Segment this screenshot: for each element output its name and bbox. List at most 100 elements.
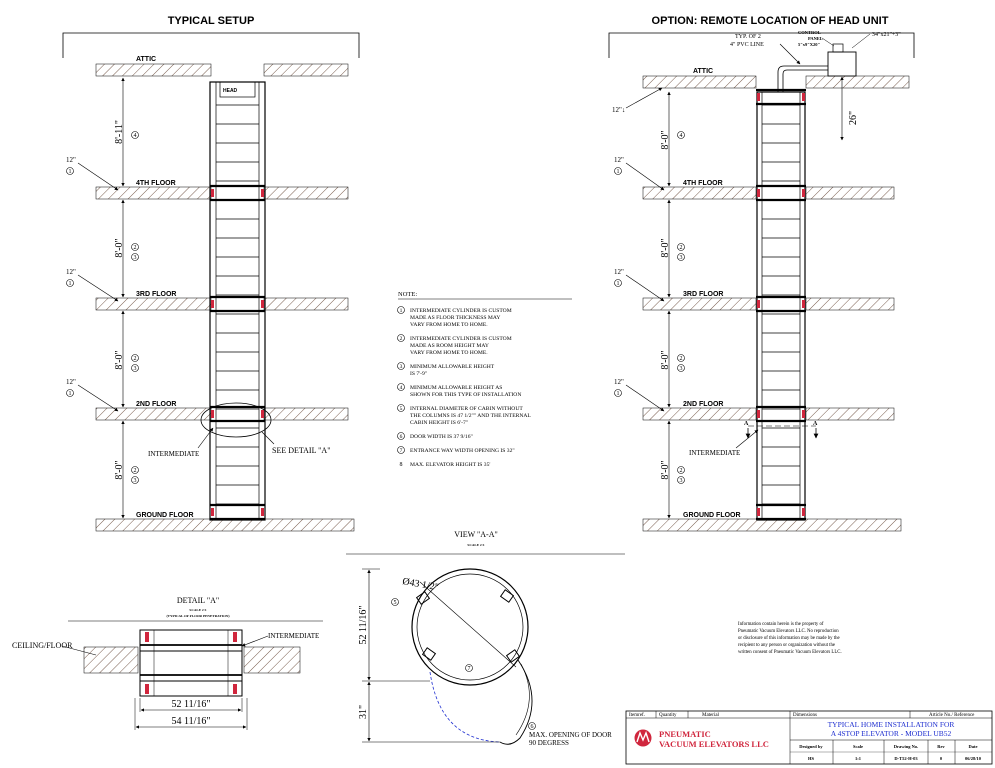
svg-text:3: 3 [680, 255, 683, 261]
dim-right-4: 8'-0" [660, 238, 671, 257]
dim-right-26: 26" [848, 111, 859, 125]
svg-text:12": 12" [66, 268, 76, 276]
tb-date-value: 06/28/10 [965, 756, 982, 761]
tb-designed-value: HS [808, 756, 815, 761]
column-seal [802, 410, 805, 418]
svg-text:6: 6 [531, 724, 534, 730]
view-aa-scale: SCALE 2:1 [467, 543, 484, 547]
left-title-bracket [62, 32, 360, 58]
detail-a-circle [200, 402, 272, 438]
note-line: INTERNAL DIAMETER OF CABIN WITHOUT [410, 406, 523, 412]
door-arc [429, 671, 501, 743]
control-label-2: PANEL [808, 36, 823, 41]
pvc-label-2: 4" PVC LINE [730, 42, 764, 48]
door-note-1: MAX. OPENING OF DOOR [529, 731, 612, 739]
note-number-circle [397, 404, 405, 412]
svg-text:1: 1 [69, 169, 72, 175]
right-title: OPTION: REMOTE LOCATION OF HEAD UNIT [652, 15, 889, 27]
note-number-circle [397, 383, 405, 391]
floor-4th-label-r: 4TH FLOOR [683, 180, 723, 187]
svg-text:3: 3 [134, 478, 137, 484]
note-line: MADE AS FLOOR THICKNESS MAY [410, 315, 500, 321]
slab-3rd-left [95, 297, 212, 311]
slab-2nd-right-r [805, 407, 895, 421]
svg-text:12"↓: 12"↓ [612, 106, 625, 114]
svg-text:12": 12" [66, 156, 76, 164]
slab-2nd-left-r [263, 407, 349, 421]
dim-left-3: 8'-0" [114, 350, 125, 369]
slab-ground-right [642, 518, 902, 532]
svg-text:3: 3 [680, 478, 683, 484]
note-number: 2 [400, 336, 403, 342]
detail-ceiling-label: CEILING/FLOOR [12, 641, 73, 650]
company-name-1: PNEUMATIC [659, 729, 711, 739]
column-seal [211, 410, 214, 418]
note-line: THE COLUMNS IS 47 1/2"" AND THE INTERNAL [410, 413, 531, 419]
right-slab-callouts: 12"↓ 12" 1 12" 1 12" 1 [612, 87, 665, 412]
column-seal [757, 189, 760, 197]
note-number-circle [397, 362, 405, 370]
floor-3rd-label: 3RD FLOOR [136, 291, 176, 298]
column-seal [261, 508, 264, 516]
tb-drawing-label: Drawing No. [894, 744, 919, 749]
slab-4th-left [95, 186, 212, 200]
slab-3rd-right [642, 297, 757, 311]
column-seal [802, 508, 805, 516]
detail-width-2: 54 11/16" [172, 716, 211, 727]
svg-text:4: 4 [680, 133, 683, 139]
note-line: MINIMUM ALLOWABLE HEIGHT AS [410, 385, 502, 391]
svg-text:2: 2 [134, 245, 137, 251]
note-number-circle [397, 432, 405, 440]
slab-2nd-left [95, 407, 212, 421]
info-text: Information contain herein is the proper… [738, 622, 842, 655]
column-seal [261, 410, 264, 418]
note-line: VARY FROM HOME TO HOME. [410, 350, 488, 356]
note-number-circle [397, 334, 405, 342]
slab-attic-left-r [263, 63, 349, 77]
view-aa-depth: 31" [358, 705, 369, 719]
note-line: MAX. ELEVATOR HEIGHT IS 35' [410, 462, 490, 468]
svg-text:2: 2 [680, 356, 683, 362]
right-setup: ATTIC 4TH FLOOR 3RD FLOOR 2ND FLOOR GROU… [612, 30, 910, 532]
control-label-3: 5"x9"X20" [798, 42, 820, 47]
dim-left-2: 8'-0" [114, 460, 125, 479]
tb-rev-label: Rev [937, 744, 945, 749]
svg-text:12": 12" [66, 378, 76, 386]
company-name-2: VACUUM ELEVATORS LLC [659, 739, 769, 749]
company-logo-icon [634, 729, 652, 747]
info-line: recipient to any person or organization … [738, 643, 835, 648]
note-number: 5 [400, 406, 403, 412]
dim-right-2: 8'-0" [660, 460, 671, 479]
dim-right-5: 8'-0" [660, 130, 671, 149]
svg-text:1: 1 [69, 391, 72, 397]
column-seal [261, 300, 264, 308]
left-elevator-column: HEAD [209, 81, 266, 521]
detail-intermediate-label: INTERMEDIATE [268, 632, 319, 640]
tb-drawing-value: D-T52-H-03 [894, 756, 918, 761]
drawing-title-2: A 4STOP ELEVATOR - MODEL UB52 [831, 729, 952, 738]
right-elevator-column [756, 88, 806, 521]
tb-scale-value: 1:1 [855, 756, 862, 761]
floor-2nd-label-r: 2ND FLOOR [683, 401, 723, 408]
slab-attic-left [95, 63, 212, 77]
column-seal [261, 189, 264, 197]
note-line: VARY FROM HOME TO HOME. [410, 322, 488, 328]
note-number-circle [397, 306, 405, 314]
dim-left-4: 8'-0" [114, 238, 125, 257]
column-seal [211, 508, 214, 516]
section-a-right: A [813, 421, 818, 427]
slab-ground-left [95, 518, 355, 532]
slab-attic-right-r [805, 75, 910, 89]
left-slab-callouts: 12" 1 12" 1 12" 1 [66, 156, 119, 412]
slab-3rd-left-r [263, 297, 349, 311]
info-line: or disclosure of this information may be… [738, 636, 840, 641]
left-title: TYPICAL SETUP [168, 15, 255, 27]
slab-2nd-right [642, 407, 757, 421]
column-seal [802, 93, 805, 101]
title-block: Itemref. Quantity Material Dimensions Ar… [625, 710, 993, 765]
dim-left-top: 8'-11" [114, 120, 125, 144]
note-line: INTERMEDIATE CYLINDER IS CUSTOM [410, 336, 512, 342]
left-setup: ATTIC 4TH FLOOR 3RD FLOOR 2ND FLOOR GROU… [66, 56, 355, 532]
floor-3rd-label-r: 3RD FLOOR [683, 291, 723, 298]
column-seal [757, 93, 760, 101]
